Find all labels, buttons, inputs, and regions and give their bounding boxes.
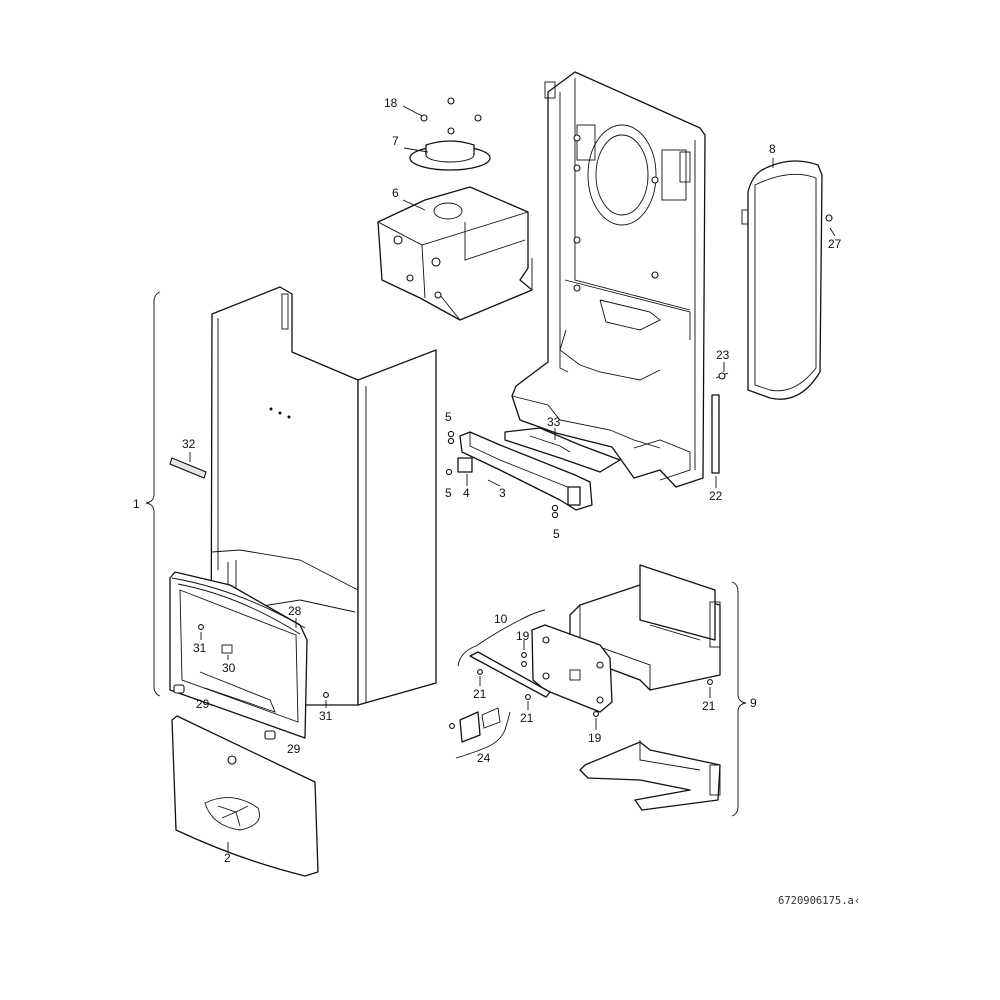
logo-badge bbox=[169, 457, 207, 479]
callout-23: 23 bbox=[716, 348, 730, 362]
callout-21b: 21 bbox=[520, 711, 534, 725]
callout-5a: 5 bbox=[445, 410, 452, 424]
connector-24 bbox=[459, 707, 501, 743]
callout-5b: 5 bbox=[445, 486, 452, 500]
manifold-rail bbox=[457, 431, 593, 511]
callout-2: 2 bbox=[224, 851, 231, 865]
brace-9 bbox=[731, 581, 747, 817]
screws-5 bbox=[445, 430, 559, 519]
mounting-frame bbox=[511, 71, 706, 488]
callout-9: 9 bbox=[750, 696, 757, 710]
brace-24 bbox=[455, 711, 511, 759]
mounting-bracket-lower bbox=[579, 740, 721, 811]
callout-1: 1 bbox=[133, 497, 140, 511]
flue-flange bbox=[409, 140, 491, 171]
callout-31b: 31 bbox=[319, 709, 333, 723]
expansion-vessel bbox=[741, 160, 833, 400]
callout-29a: 29 bbox=[196, 697, 210, 711]
brace-10 bbox=[457, 609, 546, 667]
callout-7: 7 bbox=[392, 134, 399, 148]
callout-28: 28 bbox=[288, 604, 302, 618]
callout-8: 8 bbox=[769, 142, 776, 156]
screws-misc bbox=[173, 624, 713, 740]
front-cover bbox=[171, 715, 319, 877]
callout-32: 32 bbox=[182, 437, 196, 451]
document-id: 6720906175.a‹ bbox=[778, 895, 860, 907]
callout-10: 10 bbox=[494, 612, 508, 626]
callout-19a: 19 bbox=[516, 629, 530, 643]
screws-18 bbox=[420, 97, 482, 135]
callout-19b: 19 bbox=[588, 731, 602, 745]
brace-1 bbox=[145, 291, 161, 697]
callout-3: 3 bbox=[499, 486, 506, 500]
callout-4: 4 bbox=[463, 486, 470, 500]
callout-33: 33 bbox=[547, 415, 561, 429]
bottom-plate bbox=[504, 427, 621, 473]
display-frame bbox=[169, 571, 308, 739]
callout-5c: 5 bbox=[553, 527, 560, 541]
callout-labels: 1 2 3 4 5 5 5 6 7 8 9 10 18 19 19 21 21 … bbox=[133, 96, 842, 865]
callout-29b: 29 bbox=[287, 742, 301, 756]
callout-31a: 31 bbox=[193, 641, 207, 655]
callout-21c: 21 bbox=[702, 699, 716, 713]
callout-6: 6 bbox=[392, 186, 399, 200]
callout-21a: 21 bbox=[473, 687, 487, 701]
combustion-chamber bbox=[377, 186, 533, 321]
callout-22: 22 bbox=[709, 489, 723, 503]
valve-23 bbox=[715, 372, 729, 380]
callout-27: 27 bbox=[828, 237, 842, 251]
leader-lines bbox=[189, 105, 836, 852]
callout-30: 30 bbox=[222, 661, 236, 675]
callout-18: 18 bbox=[384, 96, 398, 110]
callout-24: 24 bbox=[477, 751, 491, 765]
back-plate-10 bbox=[531, 624, 613, 713]
bracket-22 bbox=[711, 394, 720, 474]
rail-bar bbox=[469, 651, 551, 698]
